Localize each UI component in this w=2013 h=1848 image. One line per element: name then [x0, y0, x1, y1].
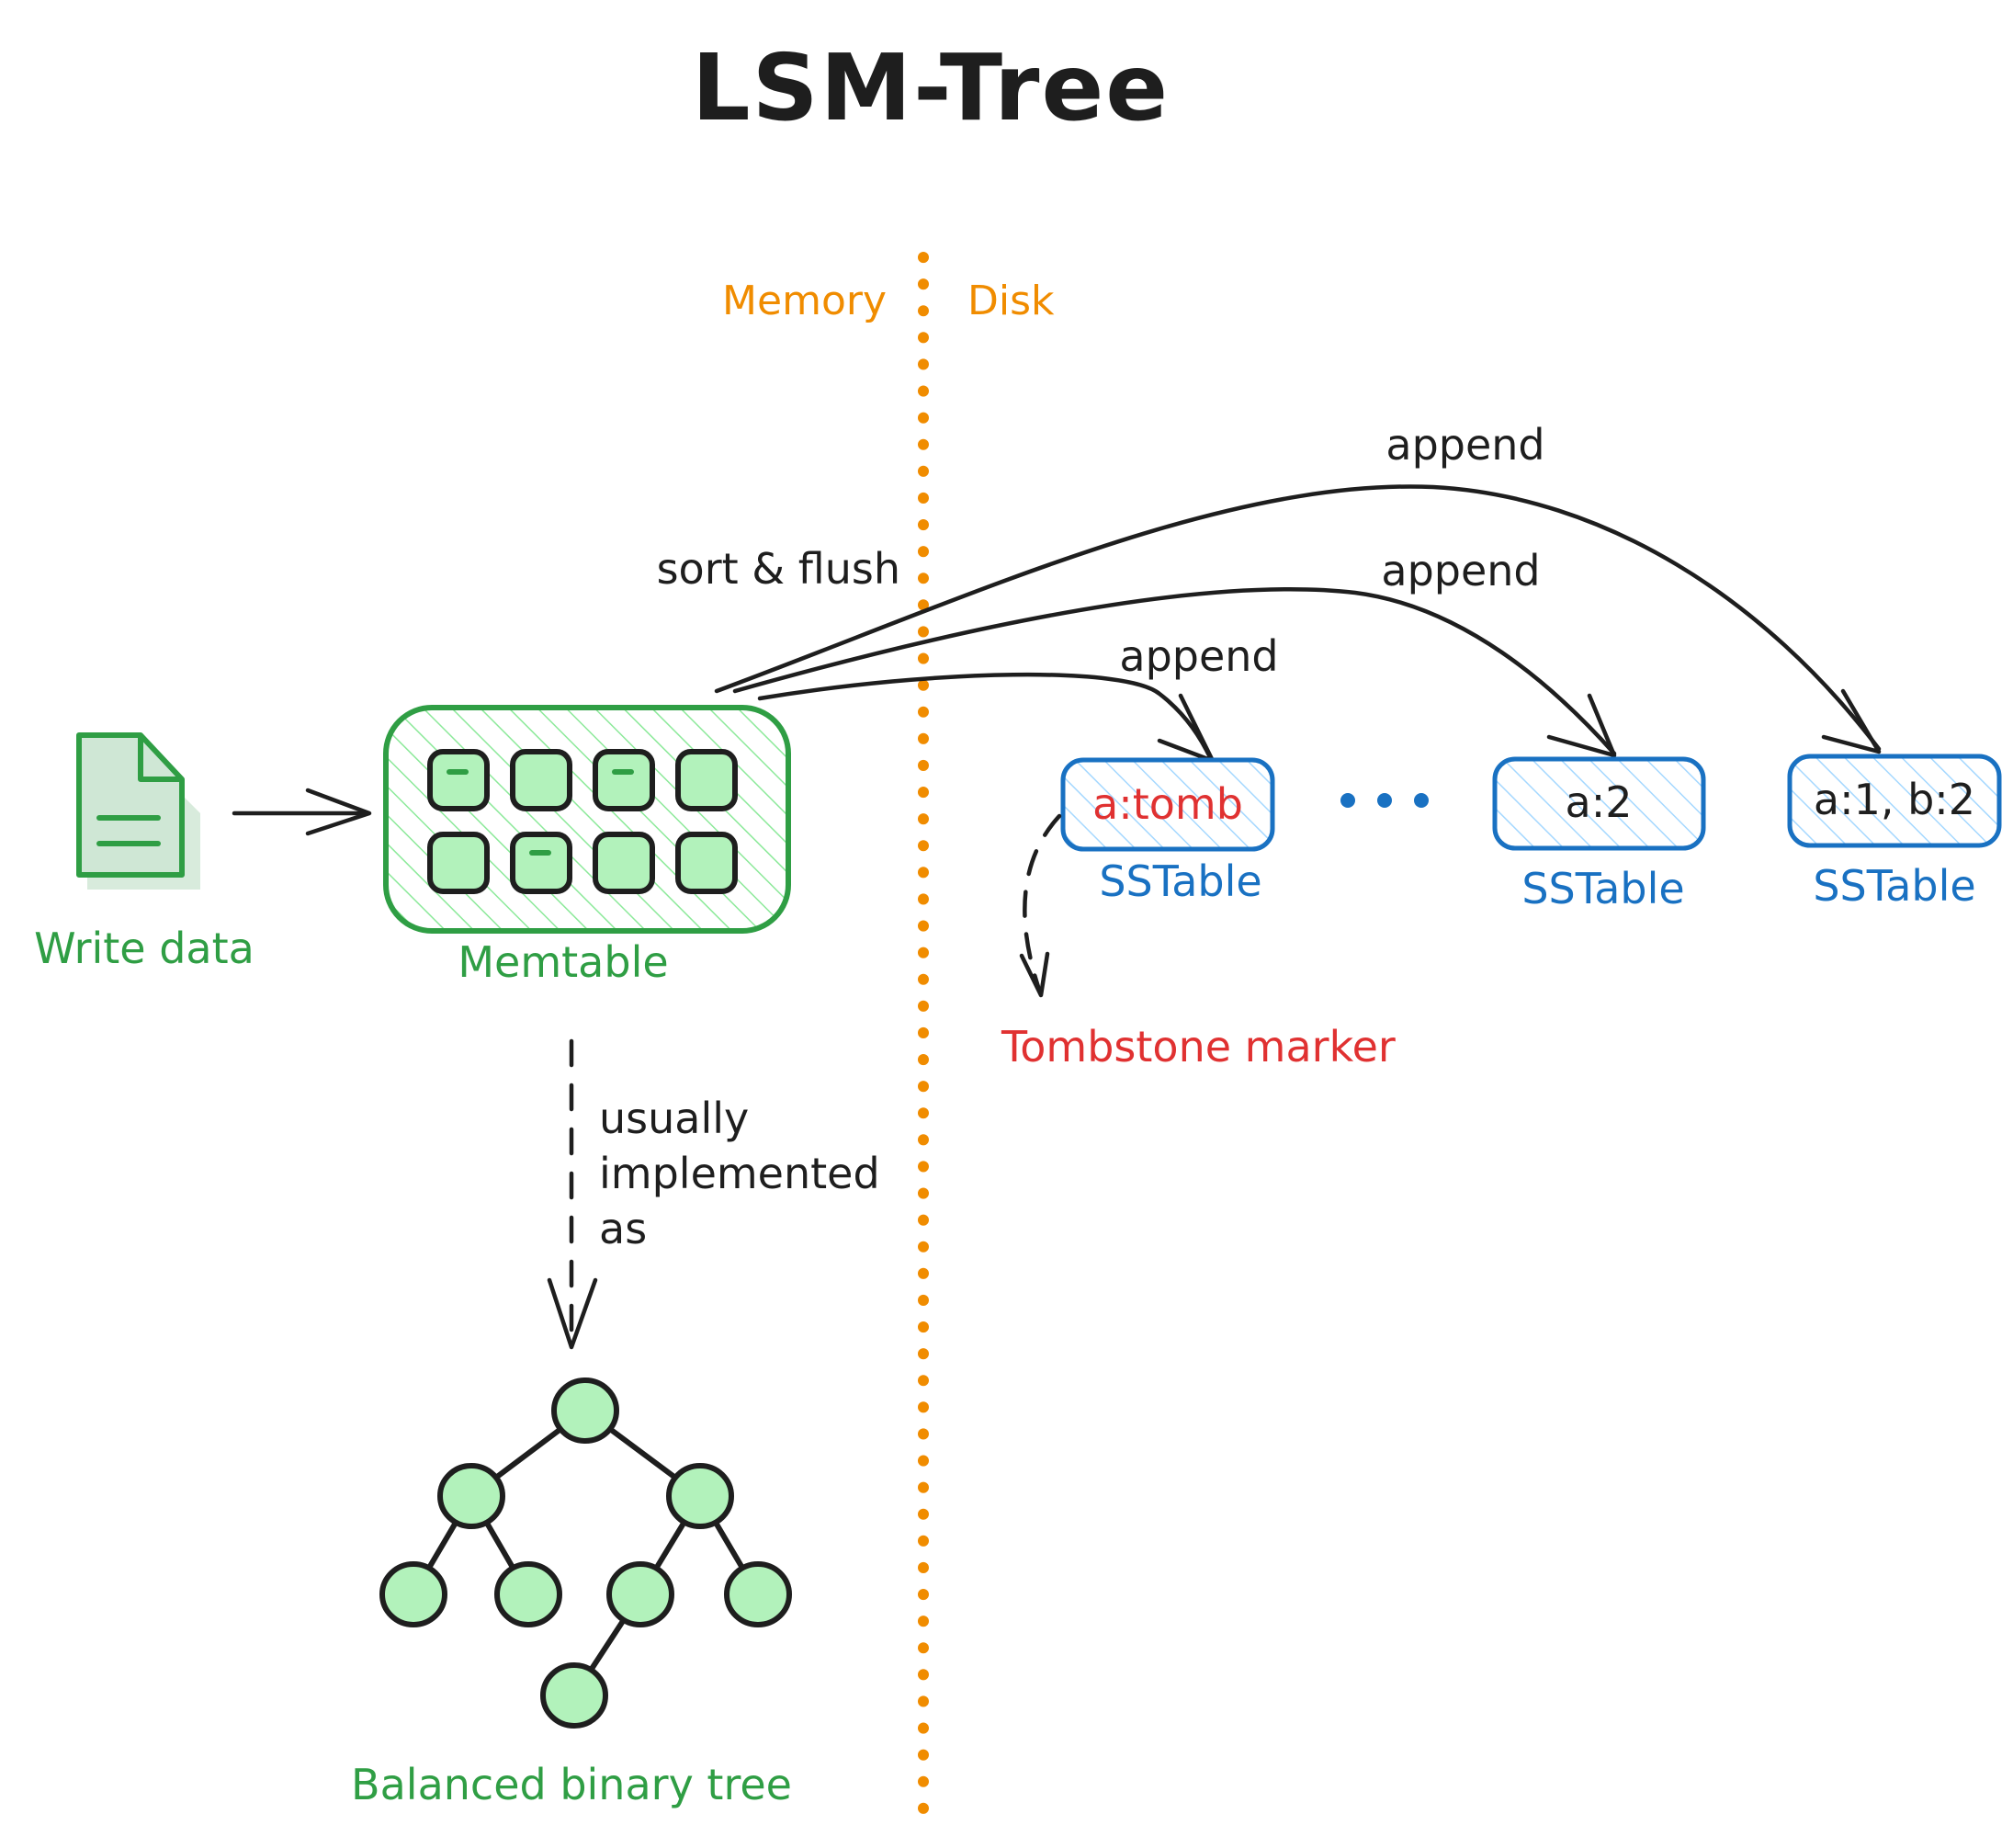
impl-note-line-2: implemented	[599, 1149, 880, 1198]
impl-note-line-3: as	[599, 1204, 647, 1253]
sstable-tomb-label: SSTable	[1099, 856, 1261, 906]
sstable-ellipsis	[1340, 793, 1429, 808]
sstable-a2-content: a:2	[1566, 777, 1633, 827]
implementation-arrow	[547, 1038, 598, 1350]
sstable-a2-label: SSTable	[1521, 864, 1684, 913]
sstable-tomb: a:tomb	[1060, 757, 1275, 852]
sort-flush-label: sort & flush	[657, 544, 900, 594]
append-arrow-1	[757, 672, 1216, 764]
binary-tree	[379, 1377, 792, 1729]
memory-region-label: Memory	[722, 278, 887, 324]
tombstone-marker-label: Tombstone marker	[1001, 1022, 1396, 1071]
sstable-a2: a:2	[1492, 756, 1706, 851]
document-icon	[76, 732, 200, 890]
tombstone-arrow	[1019, 813, 1062, 998]
memtable-label: Memtable	[458, 937, 668, 987]
impl-note-line-1: usually	[599, 1094, 749, 1143]
append-label-2: append	[1381, 546, 1540, 595]
binary-tree-label: Balanced binary tree	[351, 1760, 792, 1809]
sstable-a1-b2-label: SSTable	[1813, 861, 1975, 911]
write-arrow	[232, 788, 372, 836]
write-data-label: Write data	[34, 924, 254, 973]
append-arrow-2	[732, 587, 1617, 758]
sstable-a1-b2: a:1, b:2	[1787, 754, 2002, 848]
sstable-tomb-content: a:tomb	[1092, 779, 1243, 829]
diagram-title: LSM-Tree	[692, 34, 1170, 142]
append-label-3: append	[1385, 420, 1544, 470]
append-arrow-3	[714, 484, 1882, 754]
memtable	[383, 705, 791, 934]
sstable-a1-b2-content: a:1, b:2	[1814, 775, 1975, 824]
disk-region-label: Disk	[967, 278, 1055, 324]
append-label-1: append	[1119, 631, 1278, 681]
